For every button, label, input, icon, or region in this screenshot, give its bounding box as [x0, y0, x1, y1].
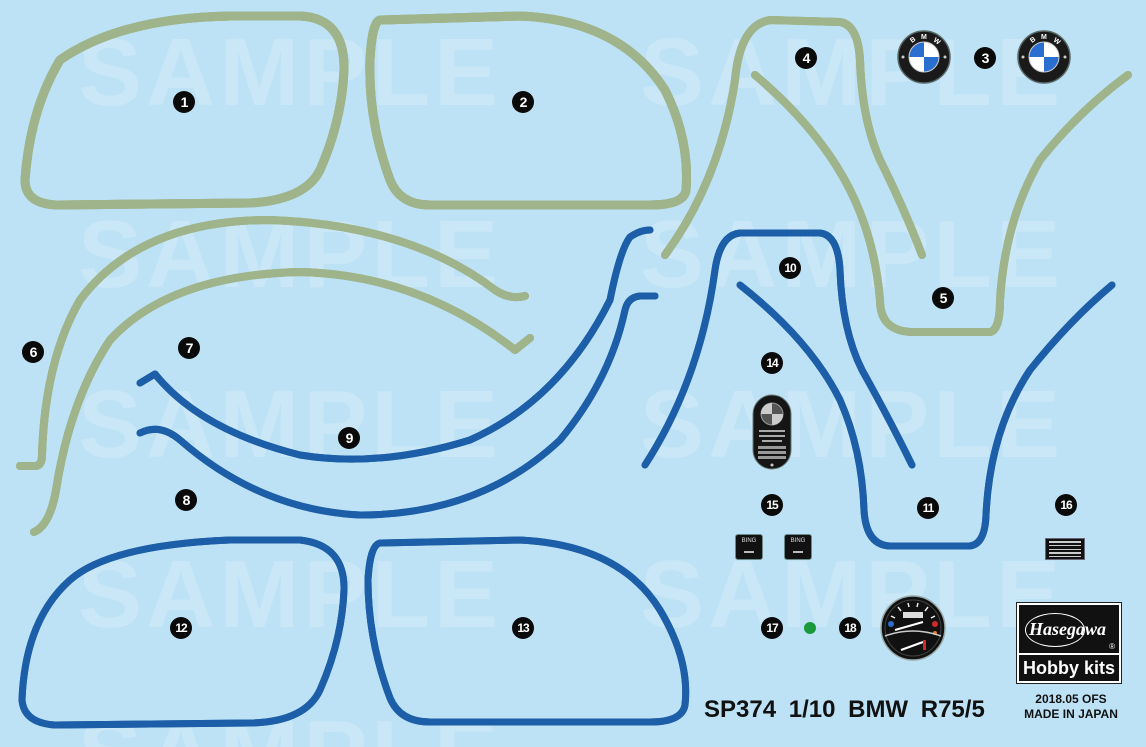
- logo-ellipse: [1025, 613, 1085, 647]
- decal-number-14: 14: [761, 352, 783, 374]
- decal-4-stripe: [661, 16, 926, 259]
- info-plate-icon: [1045, 538, 1085, 560]
- decal-number-7: 7: [178, 337, 200, 359]
- decal-number-16: 16: [1055, 494, 1077, 516]
- svg-text:W: W: [932, 37, 942, 47]
- decal-number-11: 11: [917, 497, 939, 519]
- bing-label: BING: [741, 538, 757, 544]
- decal-number-2: 2: [512, 91, 534, 113]
- bing-plate-icon: BING: [784, 534, 812, 560]
- decal-number-8: 8: [175, 489, 197, 511]
- decal-7-stripe: [30, 268, 534, 536]
- made-in: MADE IN JAPAN: [1024, 707, 1118, 721]
- footer-info: 2018.05 OFS MADE IN JAPAN: [1012, 692, 1130, 722]
- svg-text:M: M: [1041, 34, 1047, 41]
- decal-number-15: 15: [761, 494, 783, 516]
- decal-number-9: 9: [338, 427, 360, 449]
- decal-12-stripe: [18, 536, 344, 729]
- logo-tagline: Hobby kits: [1019, 655, 1119, 681]
- decal-number-4: 4: [795, 47, 817, 69]
- logo-top: Hasegawa ®: [1019, 605, 1119, 653]
- decal-number-13: 13: [512, 617, 534, 639]
- speedometer-gauge-icon: [880, 595, 946, 661]
- decal-number-1: 1: [173, 91, 195, 113]
- decal-number-18: 18: [839, 617, 861, 639]
- decal-13-stripe: [364, 536, 686, 726]
- svg-text:W: W: [1052, 37, 1062, 47]
- svg-text:B: B: [909, 36, 917, 45]
- decal-2-stripe: [370, 11, 687, 210]
- date-code: 2018.05 OFS: [1035, 692, 1107, 706]
- decal-8-stripe: [136, 292, 659, 519]
- green-indicator-dot-icon: [804, 622, 816, 634]
- logo-registered: ®: [1109, 642, 1115, 651]
- kit-title: SP374 1/10 BMW R75/5: [704, 696, 985, 723]
- bing-plate-icon: BING: [735, 534, 763, 560]
- decal-1-stripe: [20, 11, 344, 210]
- decal-number-17: 17: [761, 617, 783, 639]
- decal-6-stripe: [16, 216, 529, 470]
- decal-11-stripe: [736, 281, 1116, 550]
- decal-10-stripe: [641, 229, 916, 469]
- decal-number-6: 6: [22, 341, 44, 363]
- bmw-roundel-icon: B M W: [897, 30, 951, 84]
- decal-number-3: 3: [974, 47, 996, 69]
- bing-label: BING: [790, 538, 806, 544]
- svg-text:B: B: [1029, 36, 1037, 45]
- plate-bar: [793, 551, 803, 553]
- logo-brand: Hasegawa: [1029, 619, 1107, 639]
- decal-9-stripe: [136, 226, 654, 459]
- frame-id-plate-icon: [752, 394, 792, 470]
- bmw-roundel-icon: B M W: [1017, 30, 1071, 84]
- decal-5-stripe: [751, 71, 1132, 336]
- hasegawa-logo: Hasegawa ® Hobby kits: [1016, 602, 1122, 684]
- decal-number-10: 10: [779, 257, 801, 279]
- plate-bar: [744, 551, 754, 553]
- decal-number-12: 12: [170, 617, 192, 639]
- svg-text:M: M: [921, 34, 927, 41]
- decal-number-5: 5: [932, 287, 954, 309]
